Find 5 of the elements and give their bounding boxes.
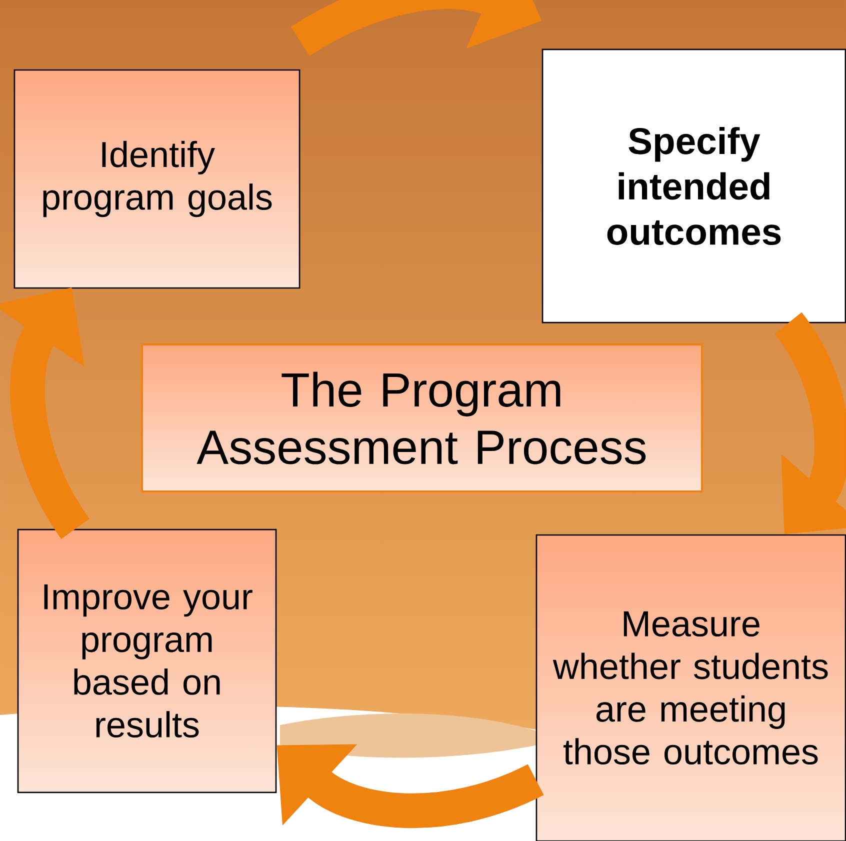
process-box: Measure whether students are meeting those outcomes xyxy=(536,534,846,841)
title-box: The Program Assessment Process xyxy=(141,344,703,492)
process-box: Identify program goals xyxy=(14,69,300,289)
process-box: Improve your program based on results xyxy=(17,528,277,794)
process-box: Specify intended outcomes xyxy=(542,48,846,324)
